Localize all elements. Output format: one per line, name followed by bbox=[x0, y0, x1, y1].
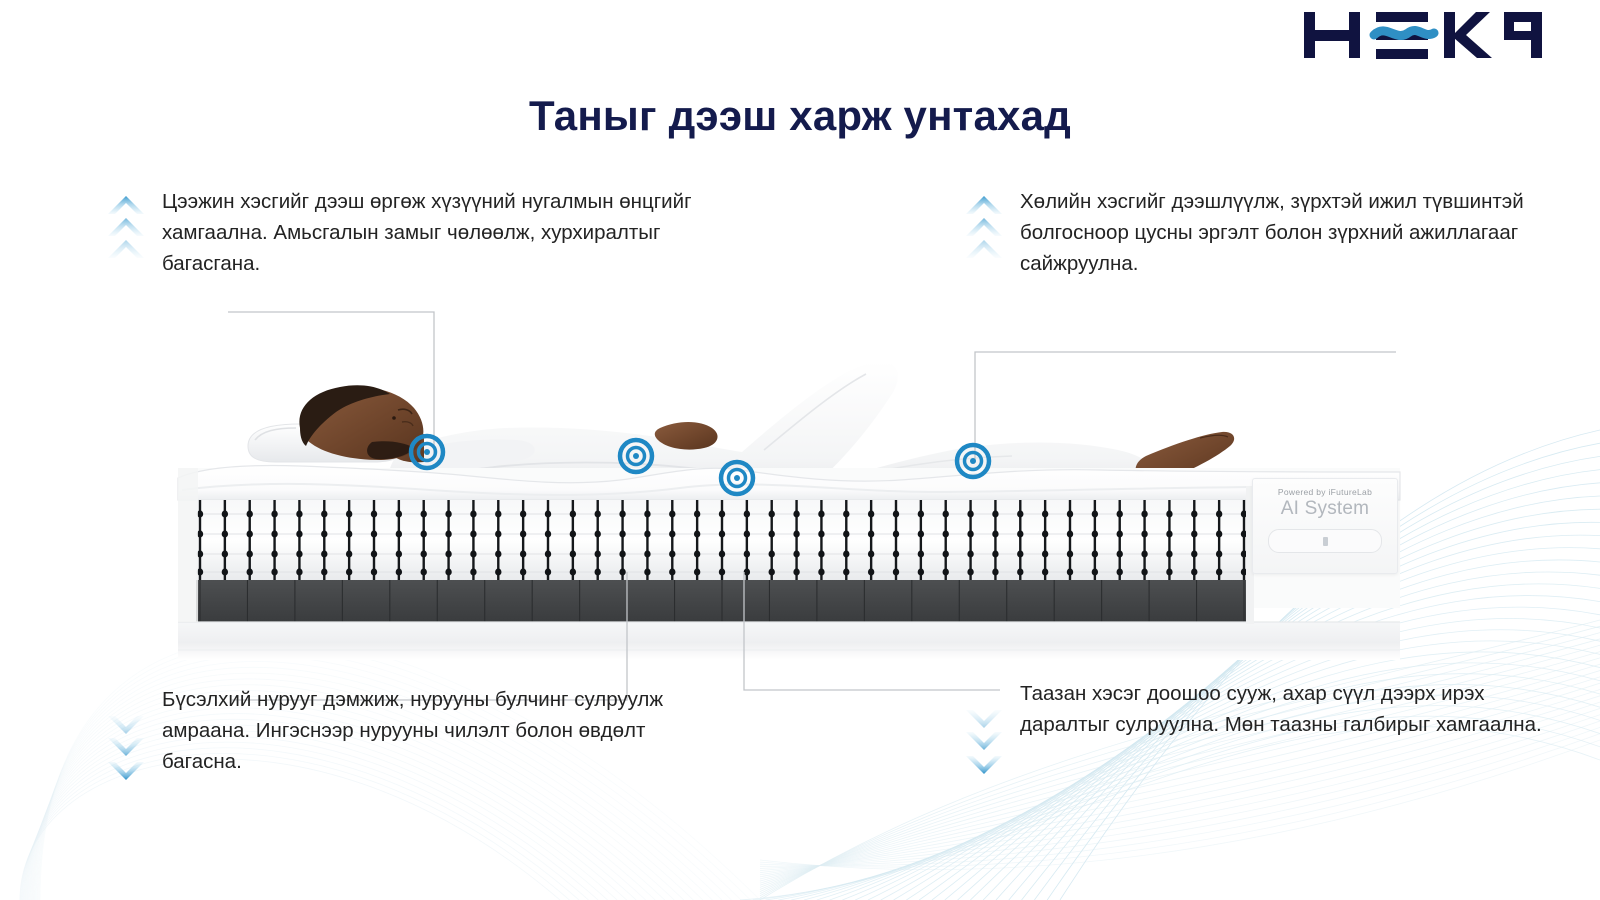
brand-logo[interactable] bbox=[1304, 8, 1542, 71]
marker-hip[interactable] bbox=[954, 442, 992, 480]
ai-slider-control[interactable] bbox=[1268, 529, 1382, 553]
ai-powered-by-label: Powered by iFutureLab bbox=[1277, 487, 1373, 497]
callout-bottom-left: Бүсэлхий нурууг дэмжиж, нурууны булчинг … bbox=[104, 684, 664, 788]
chevron-down-triple-icon bbox=[966, 710, 1002, 774]
chevron-up-triple-icon bbox=[966, 196, 1002, 258]
callout-top-left: Цээжин хэсгийг дээш өргөж хүзүүний нугал… bbox=[104, 186, 744, 279]
callout-text: Хөлийн хэсгийг дээшлүүлж, зүрхтэй ижил т… bbox=[1020, 190, 1524, 275]
callout-top-right: Хөлийн хэсгийг дээшлүүлж, зүрхтэй ижил т… bbox=[962, 186, 1592, 279]
chevron-down-triple-icon bbox=[108, 716, 144, 780]
page-title: Таныг дээш харж унтахад bbox=[529, 92, 1071, 139]
callout-text: Бүсэлхий нурууг дэмжиж, нурууны булчинг … bbox=[162, 688, 664, 773]
marker-shoulder[interactable] bbox=[408, 433, 446, 471]
marker-lumbar[interactable] bbox=[718, 459, 756, 497]
marker-chest[interactable] bbox=[617, 437, 655, 475]
callout-text: Таазан хэсэг доошоо сууж, ахар сүүл дээр… bbox=[1020, 682, 1542, 736]
ai-slider-knob[interactable] bbox=[1322, 536, 1328, 546]
heka-logo-icon bbox=[1304, 12, 1542, 59]
ai-system-panel[interactable]: Powered by iFutureLab AI System bbox=[1252, 478, 1398, 574]
ai-system-label: AI System bbox=[1280, 498, 1370, 519]
callout-text: Цээжин хэсгийг дээш өргөж хүзүүний нугал… bbox=[162, 190, 692, 275]
hand bbox=[654, 422, 718, 450]
callout-bottom-right: Таазан хэсэг доошоо сууж, ахар сүүл дээр… bbox=[962, 678, 1562, 782]
chevron-up-triple-icon bbox=[108, 196, 144, 258]
